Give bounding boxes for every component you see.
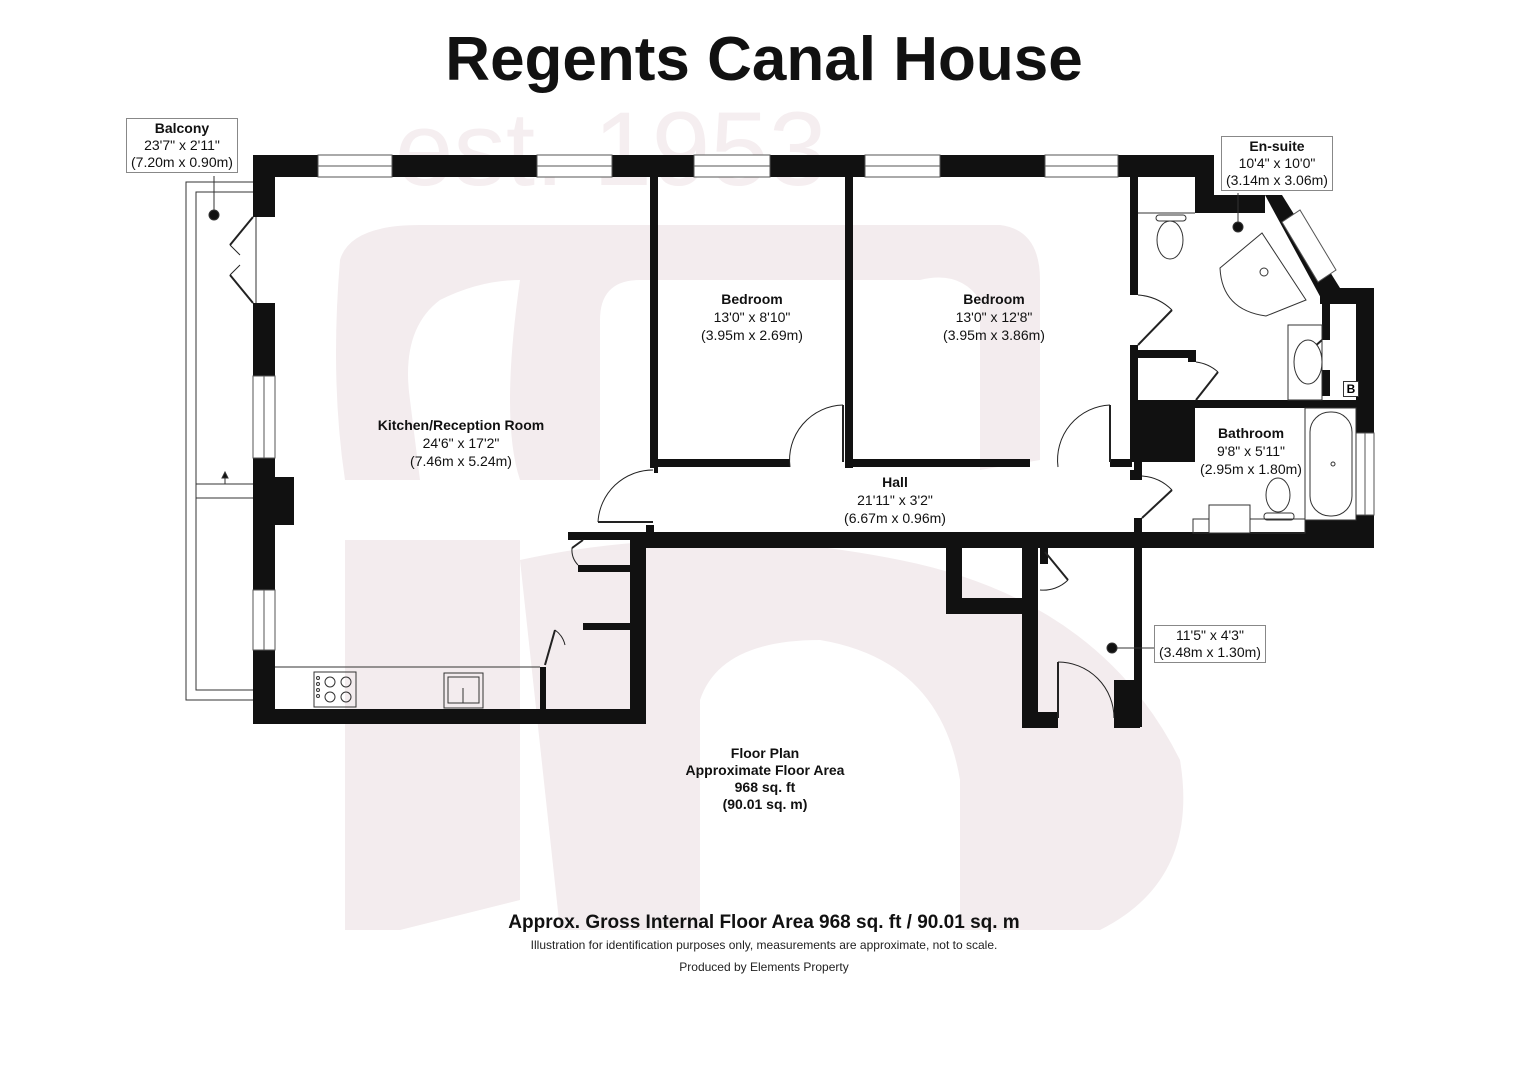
room-label-bedroom-1: Bedroom 13'0" x 8'10" (3.95m x 2.69m)	[701, 290, 803, 344]
room-metric: (7.46m x 5.24m)	[410, 453, 512, 469]
approx-area-label: Approximate Floor Area	[685, 762, 845, 778]
room-imperial: 24'6" x 17'2"	[422, 435, 500, 451]
callout-metric: (3.48m x 1.30m)	[1159, 644, 1261, 660]
watermark-glyph-right	[520, 540, 1184, 930]
room-imperial: 13'0" x 12'8"	[955, 309, 1033, 325]
kitchen-counter	[275, 666, 540, 709]
room-metric: (6.67m x 0.96m)	[844, 510, 946, 526]
area-sqft: 968 sq. ft	[734, 779, 796, 795]
room-name: Bathroom	[1217, 425, 1285, 441]
callout-metric: (3.14m x 3.06m)	[1226, 172, 1328, 188]
toilet-icon	[1155, 214, 1187, 222]
room-name: Hall	[882, 474, 908, 490]
toilet-icon	[1265, 477, 1291, 513]
room-label-kitchen: Kitchen/Reception Room 24'6" x 17'2" (7.…	[378, 416, 544, 470]
bathroom-fittings	[1192, 407, 1357, 534]
floor-plan-label: Floor Plan	[730, 745, 800, 761]
callout-metric: (7.20m x 0.90m)	[131, 154, 233, 170]
disclaimer: Illustration for identification purposes…	[530, 938, 998, 952]
room-metric: (2.95m x 1.80m)	[1200, 461, 1302, 477]
page-title: Regents Canal House	[445, 25, 1083, 94]
callout-name: Balcony	[154, 120, 210, 136]
boiler-marker: B	[1343, 381, 1359, 397]
callout-name: En-suite	[1249, 138, 1305, 154]
callout-balcony: Balcony 23'7" x 2'11" (7.20m x 0.90m)	[126, 118, 238, 173]
callout-entrance: 11'5" x 4'3" (3.48m x 1.30m)	[1154, 625, 1266, 663]
room-name: Bedroom	[963, 291, 1025, 307]
callout-markers	[208, 176, 1244, 654]
gross-area-footer: Approx. Gross Internal Floor Area 968 sq…	[508, 912, 1020, 933]
room-name: Kitchen/Reception Room	[377, 417, 545, 433]
callout-imperial: 10'4" x 10'0"	[1238, 155, 1316, 171]
walls	[253, 155, 1374, 728]
watermark-glyph-left	[345, 540, 520, 930]
sink-icon	[443, 672, 484, 709]
basin-icon	[1293, 339, 1323, 385]
room-label-bedroom-2: Bedroom 13'0" x 12'8" (3.95m x 3.86m)	[943, 290, 1045, 344]
basin-icon	[1208, 504, 1251, 534]
room-imperial: 13'0" x 8'10"	[713, 309, 791, 325]
room-name: Bedroom	[721, 291, 783, 307]
balcony-outline	[185, 181, 257, 701]
callout-ensuite: En-suite 10'4" x 10'0" (3.14m x 3.06m)	[1221, 136, 1333, 191]
floor-area-summary: Floor Plan Approximate Floor Area 968 sq…	[600, 745, 930, 813]
room-imperial: 9'8" x 5'11"	[1217, 443, 1285, 459]
room-metric: (3.95m x 3.86m)	[943, 327, 1045, 343]
watermark: est. 1953	[336, 91, 1184, 930]
hob-icon	[313, 671, 357, 708]
watermark-glyph-top	[336, 225, 1040, 480]
room-label-hall: Hall 21'11" x 3'2" (6.67m x 0.96m)	[844, 473, 946, 527]
producer-credit: Produced by Elements Property	[679, 960, 849, 974]
watermark-text: est. 1953	[395, 91, 827, 208]
ensuite-fittings	[1138, 212, 1323, 401]
callout-imperial: 11'5" x 4'3"	[1175, 627, 1244, 643]
callout-imperial: 23'7" x 2'11"	[144, 137, 220, 153]
room-label-bathroom: Bathroom 9'8" x 5'11" (2.95m x 1.80m)	[1200, 424, 1302, 478]
room-metric: (3.95m x 2.69m)	[701, 327, 803, 343]
room-imperial: 21'11" x 3'2"	[857, 492, 933, 508]
area-sqm: (90.01 sq. m)	[722, 796, 808, 812]
